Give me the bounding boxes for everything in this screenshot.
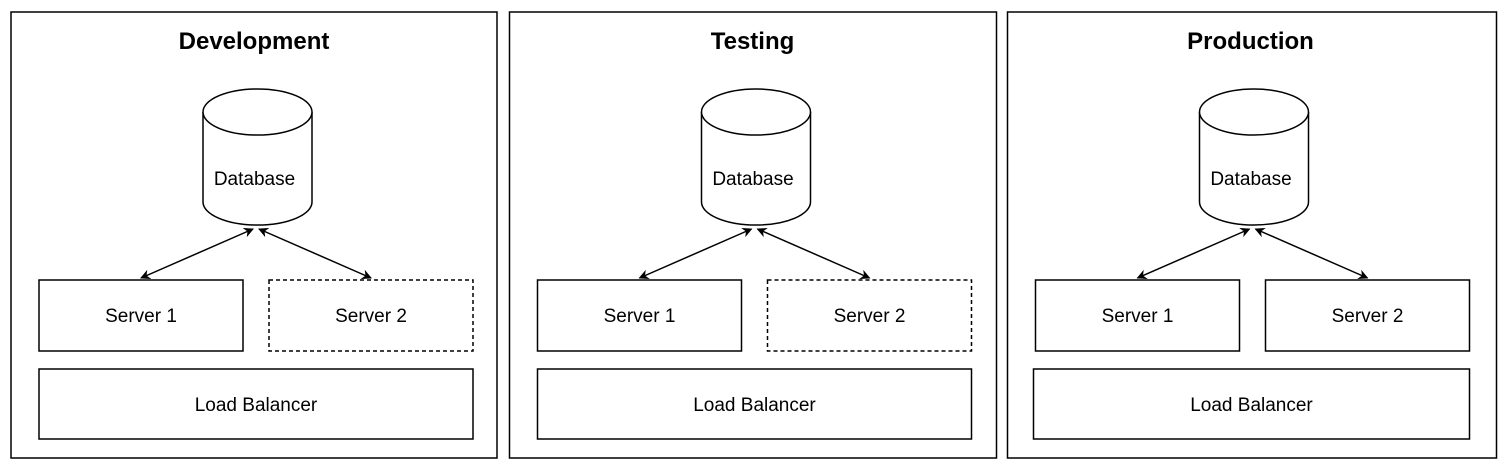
environment-panel-testing: Testing Database Server 1 Server 2 Load … (508, 11, 998, 459)
environment-title: Production (1187, 28, 1314, 55)
database-label: Database (712, 169, 793, 190)
server-1-box: Server 1 (1034, 279, 1241, 352)
database-cylinder-body (202, 88, 313, 226)
database-label: Database (214, 169, 295, 190)
load-balancer-rect (1032, 368, 1471, 440)
load-balancer-box: Load Balancer (38, 368, 474, 440)
environment-title: Development (179, 28, 330, 55)
server-1-rect (1034, 279, 1241, 352)
load-balancer-rect (536, 368, 973, 440)
database-cylinder: Database (202, 88, 313, 226)
server-1-label: Server 1 (604, 306, 676, 327)
db-to-server-2-arrow (258, 228, 372, 279)
db-to-server-2-arrow (1254, 228, 1369, 279)
db-to-server-2-arrow (756, 228, 871, 279)
load-balancer-box: Load Balancer (536, 368, 973, 440)
server-1-rect (536, 279, 743, 352)
database-label: Database (1210, 169, 1291, 190)
server-1-label: Server 1 (1102, 306, 1174, 327)
database-cylinder: Database (1198, 88, 1310, 226)
load-balancer-label: Load Balancer (693, 395, 816, 416)
server-2-label: Server 2 (834, 306, 906, 327)
server-1-box: Server 1 (536, 279, 743, 352)
server-2-rect (268, 279, 474, 352)
server-2-rect (766, 279, 973, 352)
load-balancer-label: Load Balancer (1190, 395, 1313, 416)
database-cylinder-body (700, 88, 812, 226)
load-balancer-box: Load Balancer (1032, 368, 1471, 440)
db-to-server-1-arrow (140, 228, 254, 279)
database-cylinder: Database (700, 88, 812, 226)
db-to-server-1-arrow (638, 228, 753, 279)
server-1-rect (38, 279, 244, 352)
environment-panel-production: Production Database Server 1 Server 2 Lo… (1006, 11, 1498, 459)
database-cylinder-rim (1198, 111, 1310, 136)
server-2-label: Server 2 (1332, 306, 1404, 327)
server-2-box: Server 2 (268, 279, 474, 352)
environment-title: Testing (711, 28, 795, 55)
database-cylinder-rim (700, 111, 812, 136)
server-1-label: Server 1 (105, 306, 177, 327)
server-2-box: Server 2 (1264, 279, 1471, 352)
database-cylinder-rim (202, 111, 313, 136)
database-cylinder-body (1198, 88, 1310, 226)
server-2-rect (1264, 279, 1471, 352)
load-balancer-rect (38, 368, 474, 440)
server-2-box: Server 2 (766, 279, 973, 352)
server-2-label: Server 2 (335, 306, 407, 327)
load-balancer-label: Load Balancer (195, 395, 318, 416)
environment-panel-development: Development Database Server 1 Server 2 L… (10, 11, 498, 459)
server-1-box: Server 1 (38, 279, 244, 352)
db-to-server-1-arrow (1136, 228, 1251, 279)
